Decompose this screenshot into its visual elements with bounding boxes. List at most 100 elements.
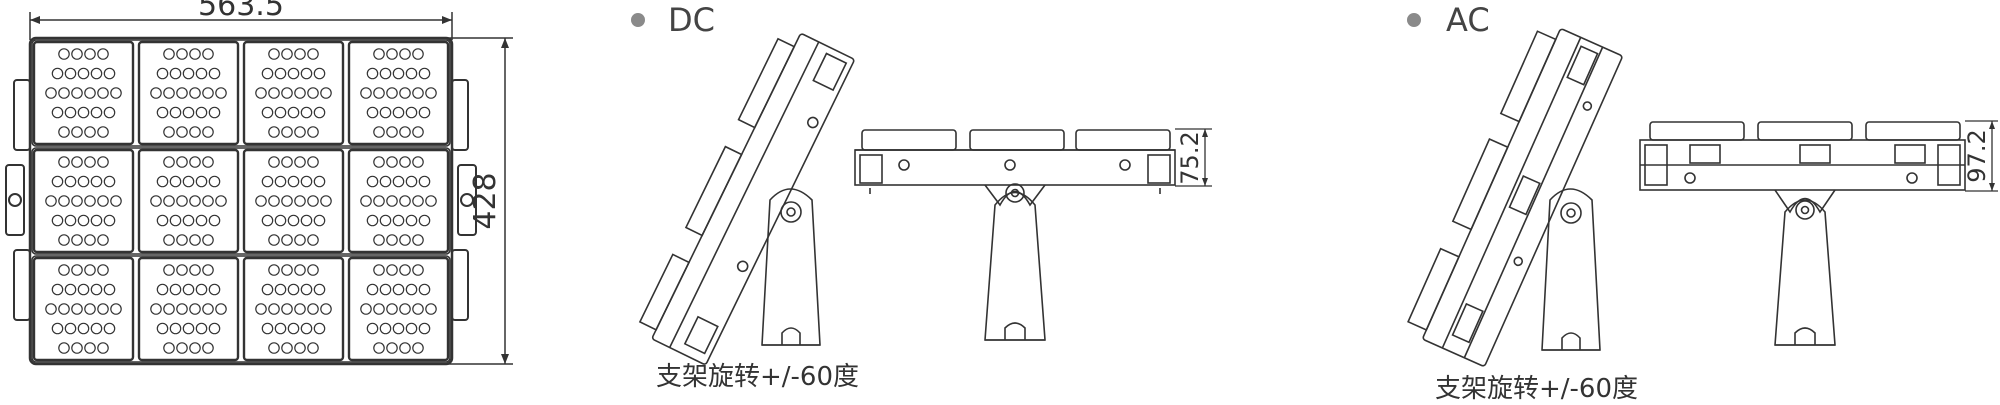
height-dimension-line	[448, 37, 513, 365]
led-lens	[255, 303, 267, 315]
led-lens	[281, 156, 293, 168]
led-lens	[399, 48, 411, 60]
led-lens	[182, 175, 195, 188]
led-lens	[412, 156, 424, 168]
led-lens	[360, 195, 372, 207]
front-view: 563.5 428	[5, 0, 513, 366]
led-lens	[84, 342, 96, 354]
led-lens	[103, 322, 116, 335]
led-module	[242, 148, 345, 254]
led-lens	[386, 342, 398, 354]
dc-caption: 支架旋转+/-60度	[656, 362, 859, 392]
led-lens	[202, 234, 214, 246]
led-module	[137, 40, 240, 146]
dc-tilted-view	[638, 33, 855, 365]
led-lens	[150, 87, 162, 99]
led-lens	[366, 283, 379, 296]
led-lens	[268, 303, 280, 315]
led-lens	[189, 156, 201, 168]
led-lens	[97, 342, 109, 354]
led-lens	[189, 195, 201, 207]
led-lens	[373, 156, 385, 168]
led-lens	[373, 195, 385, 207]
led-lens	[202, 126, 214, 138]
led-lens	[386, 234, 398, 246]
led-lens	[379, 214, 392, 227]
led-lens	[294, 342, 306, 354]
led-lens	[77, 106, 90, 119]
led-module	[32, 148, 135, 254]
led-lens	[90, 214, 103, 227]
led-lens	[208, 67, 221, 80]
module-row	[31, 147, 451, 255]
led-lens	[261, 214, 274, 227]
led-lens	[281, 87, 293, 99]
led-lens	[84, 234, 96, 246]
led-lens	[176, 48, 188, 60]
led-lens	[71, 264, 83, 276]
led-lens	[386, 195, 398, 207]
led-lens	[58, 195, 70, 207]
led-module	[347, 148, 450, 254]
led-lens	[64, 214, 77, 227]
led-lens	[176, 303, 188, 315]
led-lens	[392, 283, 405, 296]
led-lens	[103, 175, 116, 188]
led-lens	[379, 322, 392, 335]
led-lens	[64, 322, 77, 335]
led-lens	[202, 195, 214, 207]
led-lens	[71, 303, 83, 315]
led-lens	[274, 283, 287, 296]
led-lens	[45, 195, 57, 207]
led-lens	[58, 303, 70, 315]
led-lens	[169, 175, 182, 188]
led-lens	[418, 214, 431, 227]
led-lens	[71, 342, 83, 354]
led-lens	[360, 87, 372, 99]
led-lens	[51, 67, 64, 80]
led-lens	[189, 342, 201, 354]
led-lens	[294, 48, 306, 60]
led-lens	[208, 322, 221, 335]
led-lens	[412, 126, 424, 138]
led-lens	[176, 195, 188, 207]
led-lens	[255, 195, 267, 207]
led-module	[347, 40, 450, 146]
led-lens	[163, 342, 175, 354]
led-lens	[64, 106, 77, 119]
dc-section: DC	[631, 1, 1212, 392]
led-lens	[156, 175, 169, 188]
led-lens	[156, 106, 169, 119]
led-lens	[425, 87, 437, 99]
led-lens	[261, 106, 274, 119]
led-lens	[373, 48, 385, 60]
ac-bullet-icon	[1407, 13, 1421, 27]
led-lens	[287, 67, 300, 80]
led-lens	[195, 67, 208, 80]
led-lens	[281, 234, 293, 246]
led-lens	[202, 264, 214, 276]
led-lens	[392, 214, 405, 227]
led-lens	[182, 283, 195, 296]
led-lens	[189, 264, 201, 276]
led-lens	[202, 48, 214, 60]
led-lens	[386, 303, 398, 315]
led-lens	[163, 48, 175, 60]
led-lens	[294, 156, 306, 168]
led-lens	[150, 195, 162, 207]
led-lens	[425, 303, 437, 315]
led-lens	[405, 322, 418, 335]
led-lens	[202, 303, 214, 315]
led-lens	[418, 67, 431, 80]
led-lens	[195, 175, 208, 188]
led-lens	[84, 126, 96, 138]
led-lens	[195, 214, 208, 227]
led-lens	[215, 195, 227, 207]
led-lens	[261, 67, 274, 80]
led-lens	[313, 175, 326, 188]
led-lens	[58, 234, 70, 246]
led-lens	[261, 283, 274, 296]
led-lens	[274, 322, 287, 335]
width-dimension: 563.5	[198, 0, 284, 23]
led-lens	[156, 214, 169, 227]
